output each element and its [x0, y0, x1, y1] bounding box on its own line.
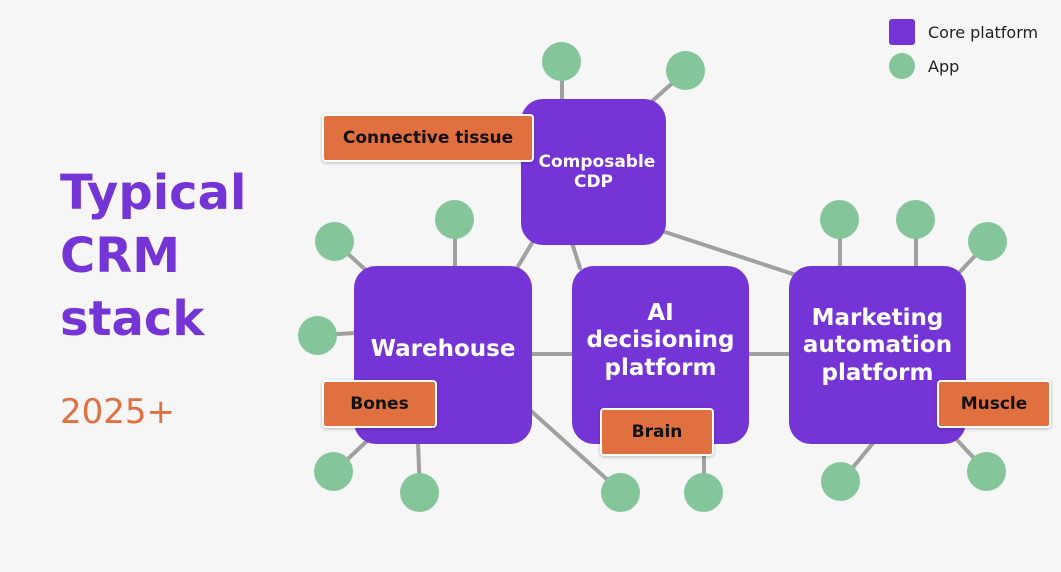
app-node: [820, 200, 859, 239]
app-node: [684, 473, 723, 512]
legend-label-core-platform: Core platform: [928, 22, 1039, 42]
app-node: [968, 222, 1007, 261]
node-label-warehouse: Warehouse: [370, 336, 516, 363]
tag-bones: Bones: [322, 380, 437, 428]
legend-label-app: App: [928, 56, 960, 76]
node-label-composable-cdp: Composable CDP: [538, 151, 656, 192]
tag-brain: Brain: [600, 408, 714, 456]
connector-line: [663, 230, 798, 277]
app-node: [315, 222, 354, 261]
app-node: [400, 473, 439, 512]
title-line-1: Typical: [60, 165, 247, 221]
connector-line: [570, 241, 582, 270]
app-node: [435, 200, 474, 239]
legend-item-core-platform: Core platform: [889, 18, 1038, 46]
legend-item-app: App: [889, 52, 1038, 80]
page-title: Typical CRM stack: [60, 162, 246, 351]
connector-line: [515, 241, 534, 270]
app-node: [821, 462, 860, 501]
app-node: [666, 51, 705, 90]
app-node: [896, 200, 935, 239]
tag-connective-tissue: Connective tissue: [322, 114, 534, 162]
node-label-marketing-automation: Marketing automation platform: [802, 304, 953, 386]
tag-muscle: Muscle: [937, 380, 1051, 428]
app-node: [967, 452, 1006, 491]
title-line-3: stack: [60, 291, 205, 347]
subtitle-year: 2025+: [60, 392, 176, 432]
node-composable-cdp: Composable CDP: [521, 99, 666, 245]
app-node: [601, 473, 640, 512]
app-node: [314, 452, 353, 491]
node-label-ai-decisioning: AI decisioning platform: [586, 299, 735, 381]
app-swatch-icon: [889, 53, 915, 79]
title-line-2: CRM: [60, 228, 180, 284]
app-node: [298, 316, 337, 355]
node-marketing-automation: Marketing automation platform: [789, 266, 966, 444]
app-node: [542, 42, 581, 81]
core-platform-swatch-icon: [889, 19, 915, 45]
legend: Core platform App: [889, 18, 1038, 86]
